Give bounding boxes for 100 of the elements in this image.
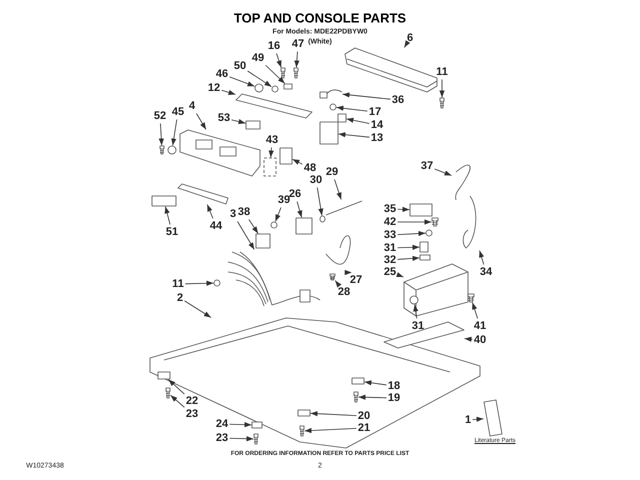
callout-number: 38 [238,206,250,218]
leader-line [472,416,484,422]
leader-line [247,70,272,88]
leader-line [336,106,368,112]
callout-number: 50 [234,60,246,72]
callout-number: 19 [388,392,400,404]
leader-line [206,204,214,219]
leader-line [268,147,274,158]
leader-line [397,230,426,236]
lens-drawing [152,196,176,206]
leader-line [397,219,432,225]
leader-line [397,256,420,261]
callout-number: 27 [350,274,362,286]
callout-number: 46 [216,68,228,80]
callout-number: 31 [412,320,424,332]
screw-drawing [330,274,335,280]
foot-drawing [252,422,262,428]
leader-line [171,119,178,146]
leader-line [292,158,303,165]
leader-line [397,206,410,212]
callout-number: 43 [266,134,278,146]
leader-line [316,187,324,216]
callout-number: 34 [480,266,492,278]
leader-line [221,90,236,95]
bracket-drawing [320,122,338,144]
callout-number: 48 [304,162,316,174]
clip-drawing [338,114,346,122]
leader-line [396,272,404,278]
leader-line [338,132,370,138]
leader-line [229,436,254,442]
callout-number: 45 [172,106,184,118]
leader-line [196,113,206,130]
thermostat-drawing [410,296,418,304]
console-drawing [180,130,260,176]
leader-line [344,270,352,276]
wire-harness-drawing [320,88,342,98]
relay-drawing [256,234,270,248]
callout-number: 30 [310,174,322,186]
callout-number: 25 [384,266,396,278]
screw-drawing [330,104,336,110]
screw-drawing [440,98,444,108]
callout-number: 18 [388,380,400,392]
callout-number: 17 [368,106,382,118]
cover-drawing [410,204,432,216]
leader-line [346,118,370,124]
circuit-board-drawing [264,158,276,176]
callout-number: 3 [230,208,236,220]
leader-line [479,250,484,265]
overlay-drawing [178,184,228,204]
callout-number: 33 [384,229,396,241]
callout-number: 12 [208,82,220,94]
screw-drawing [432,218,438,226]
foot-drawing [352,378,364,384]
callout-number: 23 [216,432,228,444]
leader-line [464,336,473,342]
leader-line [184,300,212,318]
callout-number: 53 [218,112,230,124]
screw-drawing [294,68,298,78]
thermostat-drawing [420,242,428,252]
callout-number: 49 [252,52,264,64]
foot-drawing [158,372,170,379]
switch-drawing [296,218,312,234]
leader-line [158,123,164,146]
screw-drawing [468,294,474,302]
leader-line [229,76,255,87]
callout-number: 6 [406,32,414,44]
callout-number: 1 [464,414,472,426]
callout-number: 52 [154,110,166,122]
callout-number: 41 [474,320,486,332]
leader-line [275,207,282,222]
callout-number: 23 [186,408,198,420]
leader-line [310,411,357,416]
callout-number: 39 [278,194,290,206]
callout-number: 40 [474,334,486,346]
leader-line [472,302,478,319]
leader-line [168,379,185,394]
leader-line [296,201,302,218]
leader-line [413,304,418,319]
mounting-plate-drawing [384,322,464,348]
callout-number: 24 [216,418,228,430]
screw-drawing [281,68,285,78]
callout-number: 2 [176,292,184,304]
leader-line [276,53,282,68]
screw-drawing [300,426,304,436]
callout-number: 28 [338,286,350,298]
callout-number: 51 [166,226,178,238]
knob-drawing [168,146,176,154]
callout-number: 37 [420,160,434,172]
button-drawing [246,121,260,129]
washer-drawing [272,86,278,92]
callout-number: 20 [358,410,370,422]
leader-line [334,280,342,288]
console-back-drawing [345,48,437,92]
control-panel-drawing [236,94,312,118]
screw-drawing [271,222,277,228]
leader-line [364,380,387,386]
callout-number: 32 [384,254,396,266]
leader-line [334,179,342,200]
screw-drawing [214,280,220,286]
callout-number: 36 [392,94,404,106]
